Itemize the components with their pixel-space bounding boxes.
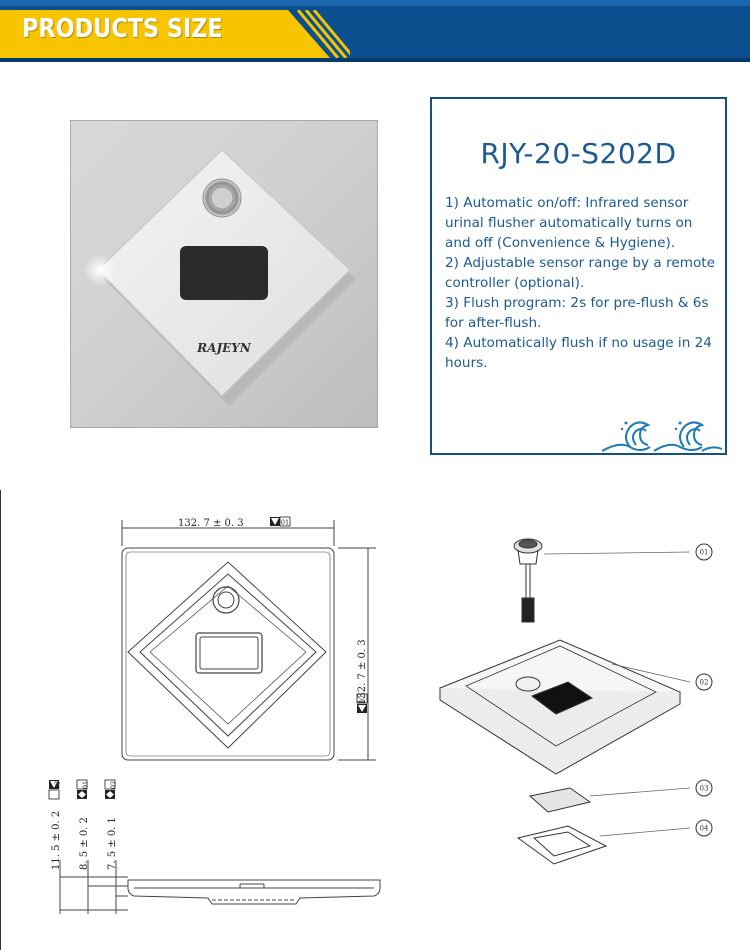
brand-label: RAJEYN xyxy=(196,341,252,355)
callout-label: 04 xyxy=(700,825,709,833)
banner-bottom-stripe xyxy=(0,58,750,62)
banner-top-stripe xyxy=(0,0,750,6)
gasket-part xyxy=(516,825,608,865)
spec-box: RJY-20-S202D 1) Automatic on/off: Infrar… xyxy=(430,97,727,455)
height-tag: 02 xyxy=(359,695,367,703)
width-dimension: 132. 7 ± 0. 3 xyxy=(178,518,244,529)
thickness-tag: 01 xyxy=(82,781,90,789)
banner-title: PRODUCTS SIZE xyxy=(22,14,223,44)
feature-item: 2) Adjustable sensor range by a remote c… xyxy=(445,255,715,291)
left-border-line xyxy=(0,490,1,950)
side-view-outline xyxy=(127,879,381,905)
technical-drawing: 132. 7 ± 0. 3 01 132. 7 ± 0. 3 02 03 01 … xyxy=(48,516,713,914)
top-view-diamond xyxy=(127,561,327,749)
callout-label: 01 xyxy=(700,549,709,557)
callout-label: 03 xyxy=(700,785,709,793)
header-banner: PRODUCTS SIZE xyxy=(0,0,750,62)
sensor-window-icon xyxy=(180,246,268,300)
banner-stripes-icon xyxy=(296,10,350,58)
feature-item: 4) Automatically flush if no usage in 24… xyxy=(445,335,712,371)
feature-item: 3) Flush program: 2s for pre-flush & 6s … xyxy=(445,295,709,331)
callout-label: 02 xyxy=(700,679,709,687)
feature-list: 1) Automatic on/off: Infrared sensor uri… xyxy=(445,193,720,373)
thickness-tag: 02 xyxy=(110,781,118,789)
thickness-tag: 03 xyxy=(54,781,62,789)
top-view-outline xyxy=(121,547,335,761)
sensor-lens-part xyxy=(528,787,592,813)
width-tag: 01 xyxy=(281,519,289,527)
thickness-dimension: 7. 5 ± 0. 1 xyxy=(107,817,118,870)
wave-logo-icon xyxy=(601,421,723,452)
model-number: RJY-20-S202D xyxy=(480,137,677,170)
feature-item: 1) Automatic on/off: Infrared sensor uri… xyxy=(445,195,693,251)
thickness-dimension: 8. 5 ± 0. 2 xyxy=(79,817,90,870)
product-photo: RAJEYN xyxy=(70,120,378,428)
height-dimension: 132. 7 ± 0. 3 xyxy=(357,639,368,705)
thickness-dimension: 11. 5 ± 0. 2 xyxy=(51,811,62,870)
banner-yellow-tab xyxy=(0,10,330,58)
